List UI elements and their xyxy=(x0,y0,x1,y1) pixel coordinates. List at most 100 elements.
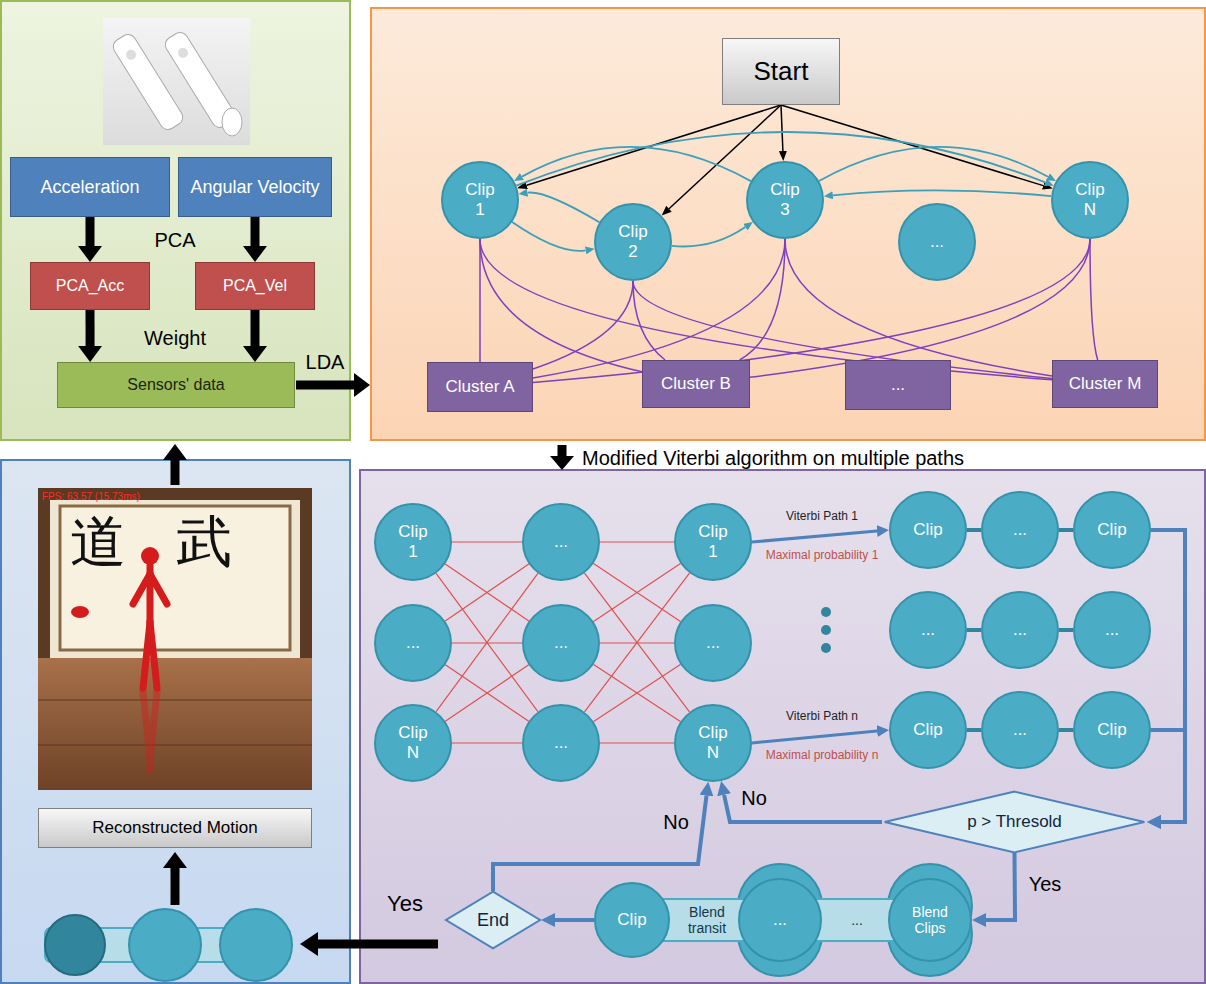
connector xyxy=(1059,528,1073,532)
connector xyxy=(986,853,1015,920)
stacked-circles xyxy=(738,864,972,976)
connector xyxy=(445,665,528,721)
viterbi-panel xyxy=(360,470,1205,983)
node-text: Cluster B xyxy=(661,374,731,394)
cluster-box: Cluster M xyxy=(1052,360,1158,408)
wii-controller-photo xyxy=(103,18,250,145)
connector xyxy=(1151,530,1185,822)
connector xyxy=(740,239,785,360)
node-text: Clip xyxy=(910,520,946,540)
trellis-state: Clip N xyxy=(674,704,752,782)
start-box: Start xyxy=(722,38,840,105)
node-text: ... xyxy=(543,733,579,753)
edge-label: No xyxy=(663,811,689,834)
node-text: ... xyxy=(1002,720,1038,740)
node-text: Clip xyxy=(1094,520,1130,540)
connector xyxy=(594,564,681,622)
step-label: PCA xyxy=(154,229,195,252)
connector xyxy=(452,541,522,542)
connector xyxy=(251,310,260,346)
dojo-render xyxy=(38,488,312,790)
node-text: ... xyxy=(1002,520,1038,540)
node-text: Acceleration xyxy=(40,177,139,198)
step-label: LDA xyxy=(306,351,345,374)
connector xyxy=(781,105,783,151)
block-arrows xyxy=(163,373,574,956)
input-box: Acceleration xyxy=(10,157,170,217)
node-text: ... xyxy=(395,633,431,653)
connector xyxy=(1090,239,1098,360)
connector xyxy=(522,147,751,181)
trellis-state: ... xyxy=(374,604,452,682)
node-text: Sensors' data xyxy=(127,376,224,394)
connector xyxy=(251,217,260,246)
trellis-state: ... xyxy=(522,704,600,782)
node-text: ... xyxy=(760,910,800,930)
edge-label: Viterbi Path 1 xyxy=(786,510,858,524)
blend-state: ... xyxy=(738,878,822,962)
path-state: Clip xyxy=(889,691,967,769)
node-text: Clip xyxy=(614,910,650,930)
state-chain xyxy=(45,909,292,981)
edge-label: Yes xyxy=(1029,873,1062,896)
label-anchor: LDA xyxy=(306,351,345,374)
node-text: ... xyxy=(695,633,731,653)
node-text: Clip xyxy=(910,720,946,740)
node-text: Clip xyxy=(1094,720,1130,740)
decision-diamond: End xyxy=(445,891,541,949)
path-state: ... xyxy=(889,591,967,669)
connector xyxy=(967,528,981,532)
trellis-state: Clip 1 xyxy=(374,503,452,581)
node-text: ... xyxy=(910,620,946,640)
probability-label: Maximal probability n xyxy=(766,749,879,763)
edge-label-anchor: Viterbi Path 1 xyxy=(786,510,858,524)
path-state: Clip xyxy=(889,491,967,569)
cluster-box: Cluster B xyxy=(642,360,750,408)
connector xyxy=(1059,628,1073,632)
trellis-state: Clip N xyxy=(374,704,452,782)
label-anchor: Yes xyxy=(387,891,423,916)
trellis-state: ... xyxy=(522,503,600,581)
connector xyxy=(452,742,522,743)
pca-box: PCA_Acc xyxy=(30,262,150,310)
connector xyxy=(86,217,95,246)
label-anchor: Modified Viterbi algorithm on multiple p… xyxy=(582,447,964,470)
connector xyxy=(533,281,633,369)
probability-label: Maximal probability 1 xyxy=(766,549,879,563)
connector xyxy=(819,147,1048,181)
connector xyxy=(781,105,1043,186)
cluster-box: Cluster A xyxy=(427,362,533,412)
label-anchor: Weight xyxy=(144,327,206,350)
ellipsis-dots xyxy=(821,607,831,653)
label-anchor: PCA xyxy=(154,229,195,252)
clip-state: Clip 1 xyxy=(441,161,519,239)
path-state: ... xyxy=(1073,591,1151,669)
step-label: Modified Viterbi algorithm on multiple p… xyxy=(582,447,964,470)
connector xyxy=(512,222,586,251)
calligraphy-text: 道武 xyxy=(70,514,283,570)
connector xyxy=(752,531,877,542)
output-panel xyxy=(1,460,350,983)
edge-label: Viterbi Path n xyxy=(786,710,858,724)
clip-state: Clip N xyxy=(1051,161,1129,239)
path-state: ... xyxy=(981,591,1059,669)
connector xyxy=(967,728,981,732)
connector xyxy=(672,227,746,246)
node-text: Start xyxy=(754,57,809,87)
node-text: ... xyxy=(919,232,955,252)
label-anchor: FPS: 63.57 (15.73ms) xyxy=(42,491,140,503)
node-text: ... xyxy=(891,375,905,395)
node-text: Clip N xyxy=(695,723,731,762)
input-panel xyxy=(1,1,350,440)
diamond-shape xyxy=(446,892,540,949)
decision-diamond: p > Thresold xyxy=(882,791,1147,853)
node-text: Clip 3 xyxy=(767,180,803,219)
connector xyxy=(445,564,529,621)
node-text: ... xyxy=(543,532,579,552)
edge-label-anchor: No xyxy=(741,787,767,810)
node-text: PCA_Acc xyxy=(56,277,124,295)
path-state: Clip xyxy=(1073,491,1151,569)
connector xyxy=(600,742,674,743)
connector xyxy=(555,918,594,922)
